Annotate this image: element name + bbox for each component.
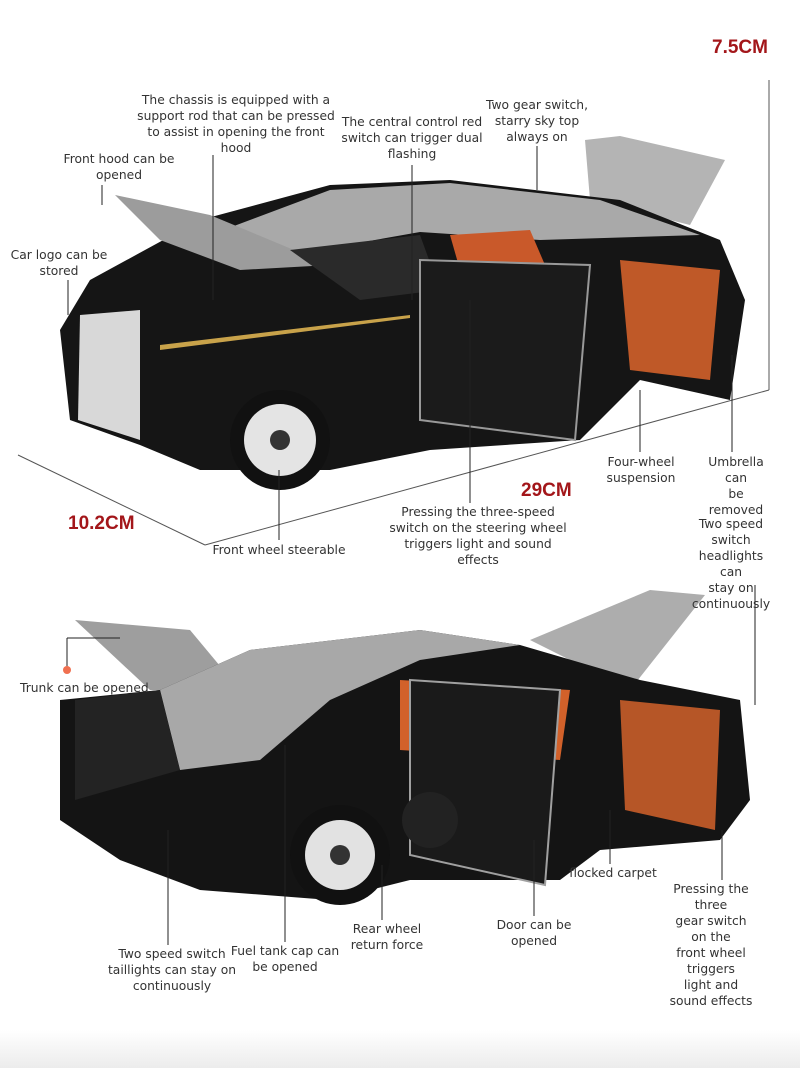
- height-dimension: 7.5CM: [712, 37, 768, 58]
- label-front-wheel: Front wheel steerable: [212, 543, 346, 557]
- label-trunk: Trunk can be opened: [20, 681, 149, 695]
- label-headlights: Two speed switch headlights can stay on …: [691, 517, 771, 611]
- label-steering-switch: Pressing the three-speed switch on the s…: [389, 505, 567, 567]
- label-central-switch: The central control red switch can trigg…: [341, 115, 483, 161]
- label-car-logo: Car logo can be stored: [10, 248, 108, 278]
- car-top-image: [60, 136, 745, 490]
- label-door: Door can be opened: [496, 918, 572, 948]
- label-starry-sky: Two gear switch, starry sky top always o…: [485, 98, 589, 144]
- label-umbrella: Umbrella can be removed: [708, 455, 764, 517]
- label-chassis-rod: The chassis is equipped with a support r…: [137, 93, 335, 155]
- trunk-marker-dot: [63, 666, 71, 674]
- label-taillights: Two speed switch taillights can stay on …: [107, 947, 237, 993]
- length-dimension: 29CM: [521, 480, 572, 501]
- dimension-lines: [17, 80, 770, 546]
- label-carpet: flocked carpet: [569, 866, 657, 880]
- car-bottom-image: [60, 590, 750, 905]
- width-dimension: 10.2CM: [68, 513, 135, 534]
- label-front-hood: Front hood can be opened: [63, 152, 175, 182]
- label-rear-wheel: Rear wheel return force: [350, 922, 424, 952]
- label-suspension: Four-wheel suspension: [606, 455, 676, 485]
- floor-shadow: [0, 1030, 800, 1068]
- label-fuel-cap: Fuel tank cap can be opened: [230, 944, 340, 974]
- label-front-wheel-switch: Pressing the three gear switch on the fr…: [669, 882, 753, 1008]
- leader-lines: [66, 146, 756, 945]
